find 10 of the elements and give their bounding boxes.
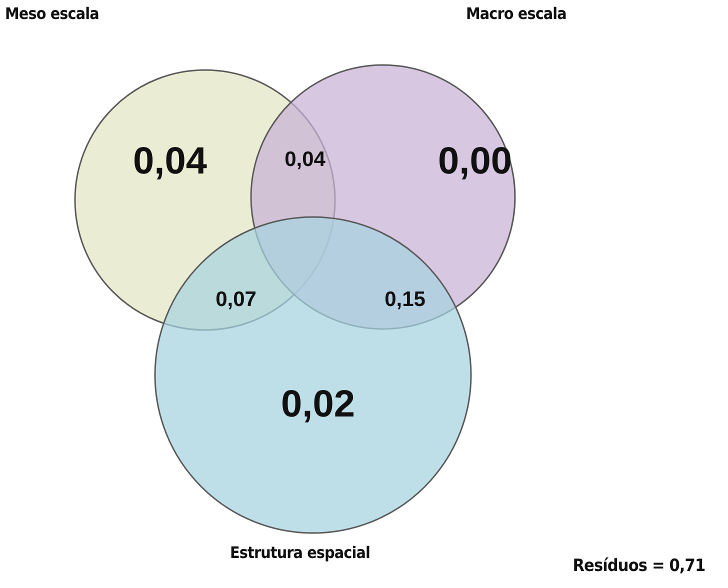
overlap-value: 0,15 bbox=[384, 288, 426, 312]
set-title: Meso escala bbox=[5, 4, 99, 23]
region-value: 0,02 bbox=[281, 384, 355, 426]
overlap-value: 0,07 bbox=[216, 288, 256, 312]
set-title: Macro escala bbox=[466, 4, 566, 23]
residual-note: Resíduos = 0,71 bbox=[572, 556, 705, 576]
set-title: Estrutura espacial bbox=[230, 543, 370, 562]
region-value: 0,04 bbox=[133, 140, 207, 184]
region-value: 0,00 bbox=[438, 140, 512, 184]
overlap-value: 0,04 bbox=[284, 148, 326, 172]
